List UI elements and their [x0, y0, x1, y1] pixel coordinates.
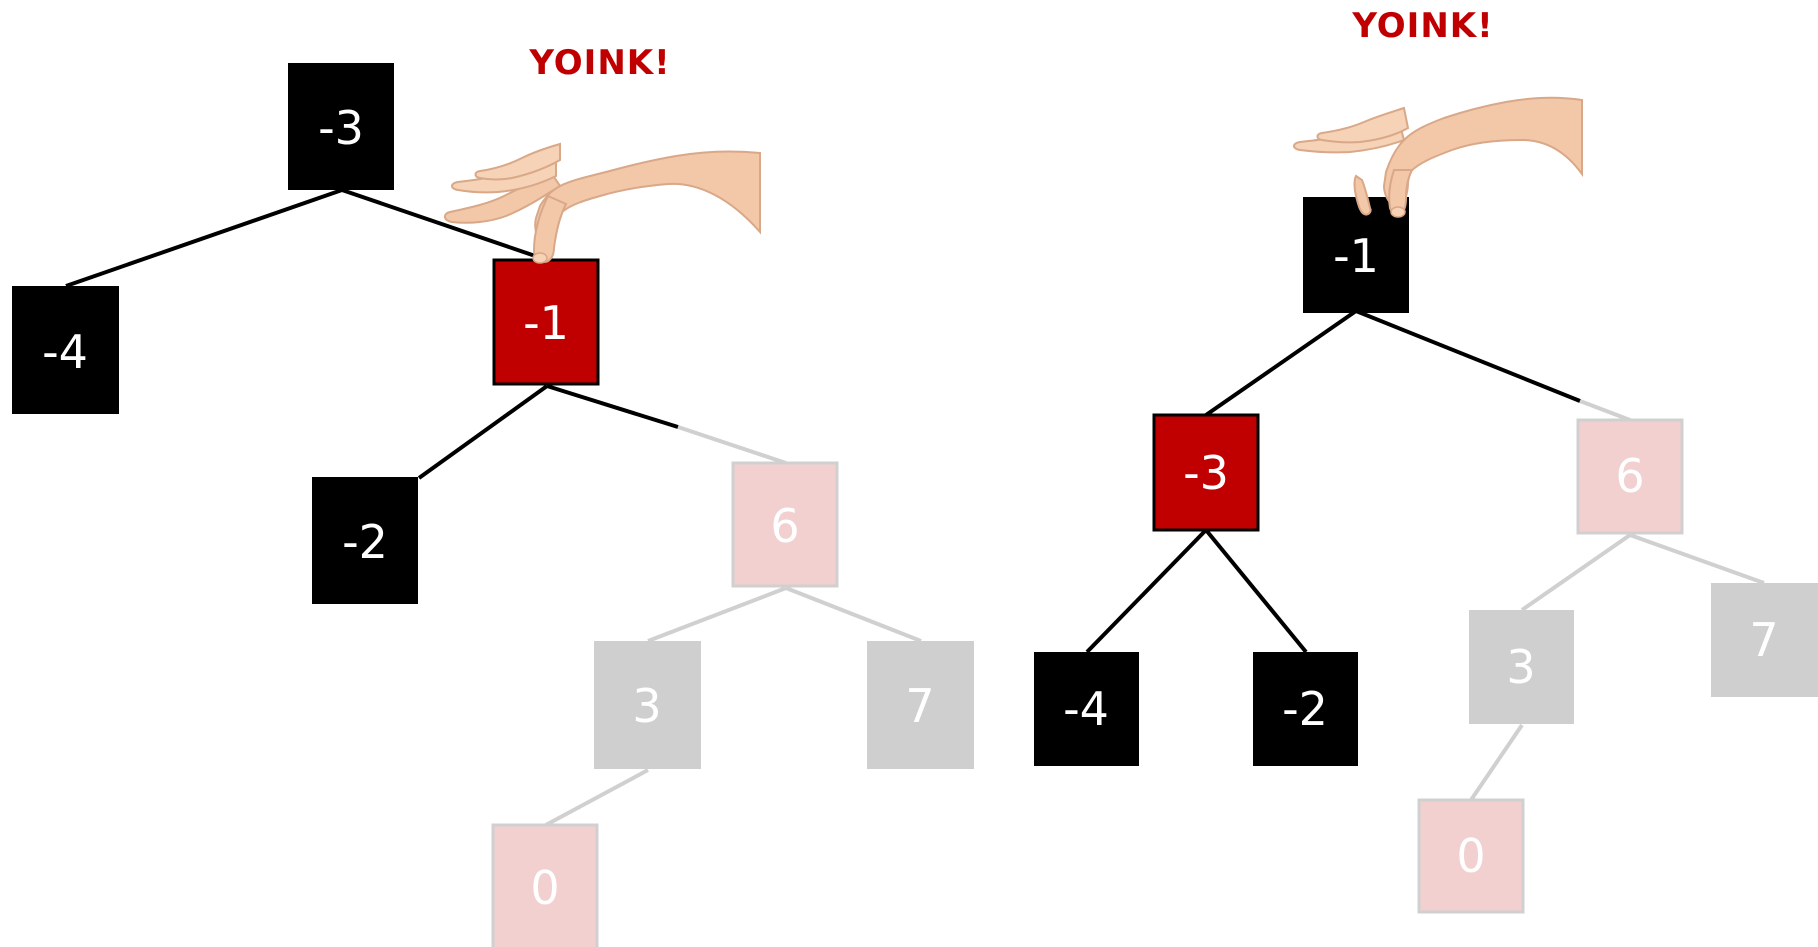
right-node-faded-zero: 0 — [1417, 798, 1525, 914]
right-tree: -1 -3 -4 -2 6 3 7 0 YOINK! — [1034, 6, 1818, 914]
edge-left-three-to-zero — [543, 768, 649, 828]
right-node-red-left: -4 — [1034, 652, 1139, 766]
edge-right-six-to-three — [1520, 533, 1632, 612]
right-node-faded-three: 3 — [1469, 610, 1574, 724]
left-node-picked-left-label: -2 — [342, 515, 388, 569]
edge-right-root-to-faded-dark — [1355, 309, 1581, 403]
edge-right-three-to-zero — [1469, 723, 1524, 802]
right-node-faded-six-label: 6 — [1615, 449, 1644, 503]
left-node-faded-zero: 0 — [491, 823, 599, 947]
left-node-left: -4 — [12, 286, 119, 414]
left-node-faded-seven-label: 7 — [905, 679, 934, 733]
right-node-root-label: -1 — [1333, 229, 1379, 283]
hand-pinch-icon — [444, 142, 761, 264]
right-node-red-right-label: -2 — [1282, 682, 1328, 736]
left-tree-edges — [65, 188, 922, 828]
left-node-picked-label: -1 — [523, 296, 569, 350]
right-node-faded-seven: 7 — [1711, 583, 1818, 697]
right-tree-edges — [1085, 309, 1765, 802]
right-node-faded-seven-label: 7 — [1749, 613, 1778, 667]
left-node-faded-seven: 7 — [867, 641, 974, 769]
edge-left-picked-to-left — [417, 384, 549, 480]
edge-left-root-to-picked — [341, 188, 548, 262]
right-node-faded-three-label: 3 — [1506, 640, 1535, 694]
right-yoink-caption: YOINK! — [1351, 6, 1493, 46]
left-node-faded-three-label: 3 — [632, 679, 661, 733]
edge-left-picked-to-faded-dark — [546, 384, 679, 429]
right-node-faded-zero-label: 0 — [1456, 829, 1485, 883]
edge-left-picked-to-faded-light — [677, 425, 787, 465]
right-node-faded-six: 6 — [1576, 418, 1684, 535]
left-node-faded-six: 6 — [731, 461, 839, 588]
right-node-red: -3 — [1152, 413, 1260, 532]
left-tree: -3 -4 -1 -2 6 3 7 0 YOIN — [12, 43, 974, 947]
left-node-left-label: -4 — [42, 325, 88, 379]
edge-left-six-to-seven — [785, 586, 922, 643]
right-node-red-right: -2 — [1253, 652, 1358, 766]
left-node-root-label: -3 — [318, 101, 364, 155]
right-node-red-label: -3 — [1183, 446, 1229, 500]
left-node-picked-left: -2 — [312, 477, 418, 604]
left-node-picked: -1 — [492, 258, 600, 386]
edge-right-red-to-left — [1085, 528, 1208, 654]
left-yoink-caption: YOINK! — [528, 43, 670, 83]
edge-right-root-to-faded-light — [1579, 399, 1631, 422]
edge-right-root-to-red — [1204, 309, 1358, 417]
left-node-faded-three: 3 — [594, 641, 701, 769]
right-node-red-left-label: -4 — [1063, 682, 1109, 736]
left-node-faded-zero-label: 0 — [530, 861, 559, 915]
edge-right-red-to-right — [1204, 528, 1308, 654]
hand-pinch-icon — [1293, 96, 1583, 218]
edge-left-root-to-left — [65, 188, 343, 288]
left-node-faded-six-label: 6 — [770, 499, 799, 553]
left-node-root: -3 — [288, 63, 394, 190]
right-node-root: -1 — [1303, 197, 1409, 313]
edge-left-six-to-three — [647, 586, 787, 643]
edge-right-six-to-seven — [1629, 533, 1765, 585]
